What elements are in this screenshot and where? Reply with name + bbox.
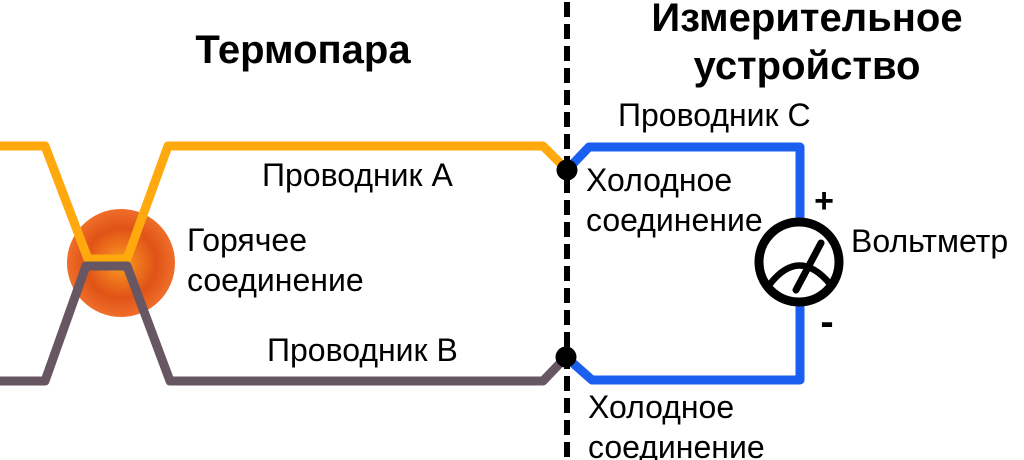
thermocouple-title: Термопара [195,28,411,72]
conductor-b-label: Проводник B [267,332,458,368]
cold-junction-bottom-label: Холодное соединение [588,389,765,460]
conductor-a-wire [0,141,572,264]
voltmeter-needle [792,239,825,294]
voltmeter-label: Вольтметр [851,223,1009,259]
voltmeter-scale-arc [767,262,833,287]
measuring-device-title: Измерительное устройство [651,0,963,88]
hot-junction-label: Горячее соединение [187,222,364,298]
voltmeter-minus-sign: - [820,300,834,344]
conductor-b-wire [0,261,571,386]
conductor-a-label: Проводник A [262,157,453,193]
cold-junction-dot-top [556,159,578,181]
voltmeter-plus-sign: + [814,182,834,220]
cold-junction-top-label: Холодное соединение [586,162,763,238]
conductor-c-label: Проводник C [618,97,811,133]
cold-junction-dot-bottom [555,346,577,368]
